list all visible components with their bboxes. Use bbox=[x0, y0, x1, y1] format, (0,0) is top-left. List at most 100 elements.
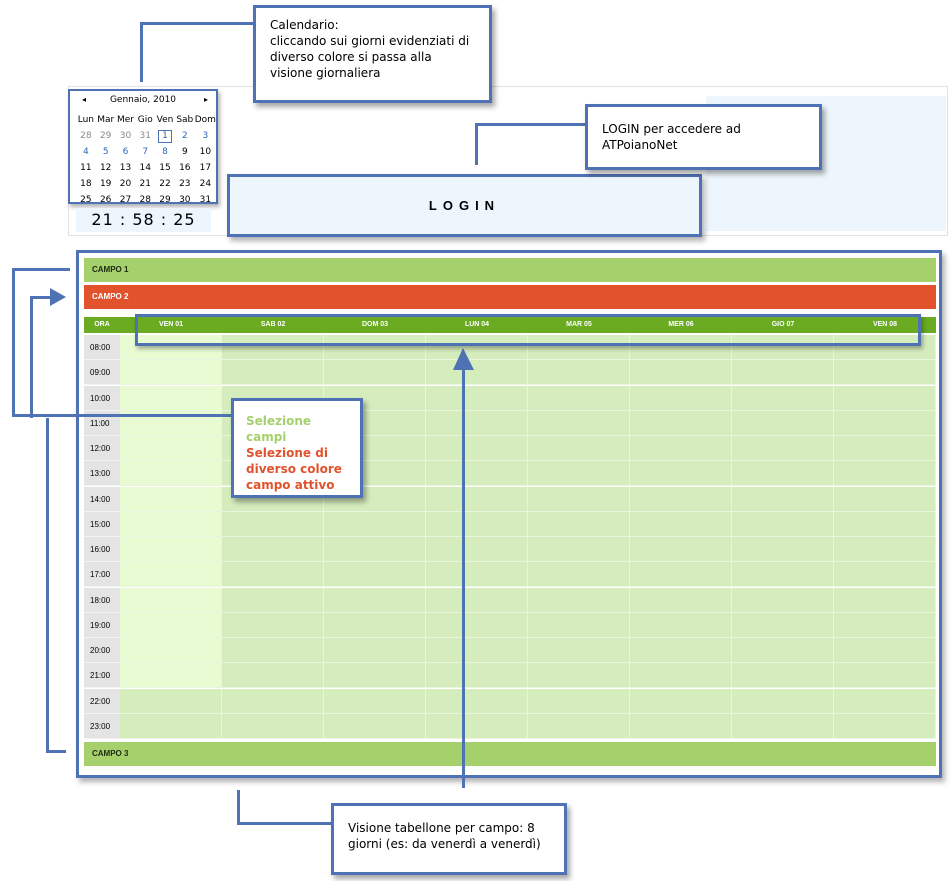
time-slot[interactable] bbox=[528, 537, 630, 562]
time-slot[interactable] bbox=[834, 714, 936, 739]
time-slot[interactable] bbox=[528, 638, 630, 663]
time-slot[interactable] bbox=[426, 638, 528, 663]
time-slot[interactable] bbox=[120, 436, 222, 461]
time-slot[interactable] bbox=[426, 335, 528, 360]
time-slot[interactable] bbox=[630, 663, 732, 688]
time-slot[interactable] bbox=[528, 360, 630, 385]
time-slot[interactable] bbox=[528, 588, 630, 613]
time-slot[interactable] bbox=[630, 360, 732, 385]
time-slot[interactable] bbox=[120, 638, 222, 663]
time-slot[interactable] bbox=[630, 487, 732, 512]
time-slot[interactable] bbox=[630, 335, 732, 360]
time-slot[interactable] bbox=[222, 714, 324, 739]
time-slot[interactable] bbox=[528, 512, 630, 537]
time-slot[interactable] bbox=[120, 562, 222, 587]
time-slot[interactable] bbox=[528, 663, 630, 688]
time-slot[interactable] bbox=[222, 335, 324, 360]
calendar-day-highlighted[interactable]: 5 bbox=[102, 147, 109, 157]
time-slot[interactable] bbox=[834, 689, 936, 714]
time-slot[interactable] bbox=[324, 562, 426, 587]
time-slot[interactable] bbox=[120, 461, 222, 486]
time-slot[interactable] bbox=[324, 689, 426, 714]
time-slot[interactable] bbox=[222, 562, 324, 587]
time-slot[interactable] bbox=[120, 360, 222, 385]
time-slot[interactable] bbox=[120, 487, 222, 512]
time-slot[interactable] bbox=[528, 689, 630, 714]
time-slot[interactable] bbox=[528, 487, 630, 512]
day-column-header[interactable]: VEN 01 bbox=[158, 321, 184, 328]
time-slot[interactable] bbox=[630, 562, 732, 587]
time-slot[interactable] bbox=[222, 512, 324, 537]
time-slot[interactable] bbox=[426, 663, 528, 688]
time-slot[interactable] bbox=[630, 638, 732, 663]
time-slot[interactable] bbox=[222, 537, 324, 562]
time-slot[interactable] bbox=[528, 335, 630, 360]
time-slot[interactable] bbox=[732, 487, 834, 512]
time-slot[interactable] bbox=[732, 335, 834, 360]
time-slot[interactable] bbox=[834, 613, 936, 638]
time-slot[interactable] bbox=[222, 663, 324, 688]
time-slot[interactable] bbox=[528, 562, 630, 587]
day-column-header[interactable]: MER 06 bbox=[668, 321, 694, 328]
time-slot[interactable] bbox=[528, 613, 630, 638]
time-slot[interactable] bbox=[426, 436, 528, 461]
calendar-day-highlighted[interactable]: 2 bbox=[181, 131, 188, 141]
time-slot[interactable] bbox=[426, 714, 528, 739]
time-slot[interactable] bbox=[834, 562, 936, 587]
login-button[interactable]: LOGIN bbox=[227, 174, 702, 237]
time-slot[interactable] bbox=[834, 411, 936, 436]
time-slot[interactable] bbox=[120, 537, 222, 562]
time-slot[interactable] bbox=[426, 588, 528, 613]
day-column-header[interactable]: VEN 08 bbox=[872, 321, 898, 328]
time-slot[interactable] bbox=[732, 360, 834, 385]
time-slot[interactable] bbox=[528, 386, 630, 411]
time-slot[interactable] bbox=[324, 663, 426, 688]
day-column-header[interactable]: MAR 05 bbox=[566, 321, 592, 328]
time-slot[interactable] bbox=[426, 386, 528, 411]
time-slot[interactable] bbox=[834, 461, 936, 486]
time-slot[interactable] bbox=[426, 537, 528, 562]
time-slot[interactable] bbox=[732, 613, 834, 638]
time-slot[interactable] bbox=[222, 638, 324, 663]
time-slot[interactable] bbox=[120, 512, 222, 537]
time-slot[interactable] bbox=[630, 461, 732, 486]
time-slot[interactable] bbox=[834, 537, 936, 562]
time-slot[interactable] bbox=[834, 360, 936, 385]
time-slot[interactable] bbox=[324, 714, 426, 739]
time-slot[interactable] bbox=[324, 537, 426, 562]
calendar-day-highlighted[interactable]: 4 bbox=[83, 147, 89, 157]
time-slot[interactable] bbox=[732, 663, 834, 688]
time-slot[interactable] bbox=[528, 436, 630, 461]
next-month-icon[interactable]: ▸ bbox=[203, 95, 208, 104]
time-slot[interactable] bbox=[630, 588, 732, 613]
time-slot[interactable] bbox=[732, 512, 834, 537]
time-slot[interactable] bbox=[834, 386, 936, 411]
time-slot[interactable] bbox=[834, 436, 936, 461]
time-slot[interactable] bbox=[120, 613, 222, 638]
time-slot[interactable] bbox=[528, 461, 630, 486]
time-slot[interactable] bbox=[732, 411, 834, 436]
time-slot[interactable] bbox=[120, 689, 222, 714]
calendar-day-highlighted[interactable]: 6 bbox=[122, 147, 129, 157]
time-slot[interactable] bbox=[834, 588, 936, 613]
time-slot[interactable] bbox=[324, 512, 426, 537]
day-column-header[interactable]: LUN 04 bbox=[464, 321, 490, 328]
time-slot[interactable] bbox=[528, 411, 630, 436]
time-slot[interactable] bbox=[732, 562, 834, 587]
time-slot[interactable] bbox=[426, 613, 528, 638]
time-slot[interactable] bbox=[630, 411, 732, 436]
time-slot[interactable] bbox=[834, 487, 936, 512]
time-slot[interactable] bbox=[630, 537, 732, 562]
campo-2-bar-active[interactable]: CAMPO 2 bbox=[84, 285, 936, 309]
time-slot[interactable] bbox=[732, 714, 834, 739]
calendar-day-today[interactable]: 1 bbox=[155, 128, 175, 144]
time-slot[interactable] bbox=[324, 613, 426, 638]
time-slot[interactable] bbox=[630, 613, 732, 638]
day-column-header[interactable]: SAB 02 bbox=[260, 321, 286, 328]
time-slot[interactable] bbox=[324, 335, 426, 360]
time-slot[interactable] bbox=[120, 386, 222, 411]
time-slot[interactable] bbox=[222, 588, 324, 613]
time-slot[interactable] bbox=[426, 512, 528, 537]
time-slot[interactable] bbox=[324, 638, 426, 663]
time-slot[interactable] bbox=[222, 360, 324, 385]
